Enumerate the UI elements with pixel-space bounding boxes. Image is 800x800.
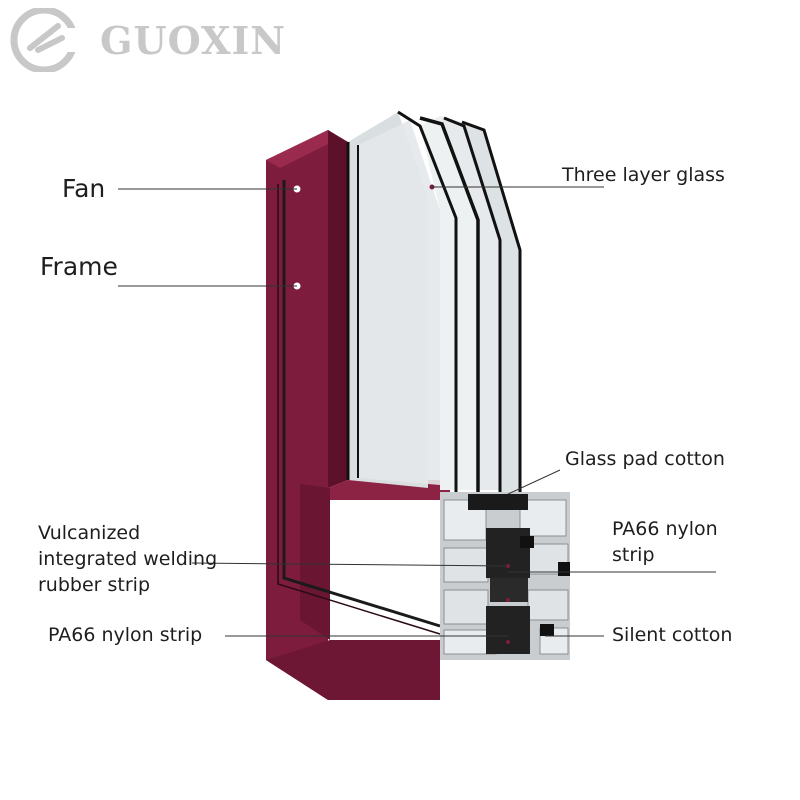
leader-lines: [118, 186, 716, 637]
label-pa66-right: PA66 nylon strip: [612, 516, 772, 568]
label-frame: Frame: [40, 252, 118, 281]
label-vulcanized: Vulcanized integrated welding rubber str…: [38, 520, 248, 598]
label-three-layer-glass: Three layer glass: [562, 164, 725, 186]
label-vulcanized-line-3: rubber strip: [38, 574, 151, 596]
brand-mark-icon: [10, 8, 94, 72]
label-silent-cotton: Silent cotton: [612, 624, 733, 646]
extrusion-section: [440, 492, 570, 660]
label-glass-pad-cotton: Glass pad cotton: [565, 448, 725, 470]
label-vulcanized-line-2: integrated welding: [38, 548, 218, 570]
brand-logo: GUOXIN: [8, 8, 308, 72]
nylon-strip-upper: [486, 528, 530, 578]
leader-glass-pad: [507, 469, 561, 495]
leader-vulcanized: [191, 562, 509, 567]
label-fan: Fan: [62, 174, 106, 203]
glass-pad-seal: [468, 494, 528, 510]
label-pa66-left: PA66 nylon strip: [48, 624, 203, 646]
frame-profile: [266, 130, 450, 700]
label-vulcanized-line-1: Vulcanized: [38, 522, 141, 544]
triple-glass: [346, 110, 522, 492]
label-pa66-right-line-2: strip: [612, 544, 655, 566]
nylon-strip-lower: [486, 606, 530, 654]
brand-name: GUOXIN: [100, 18, 287, 63]
label-pa66-right-line-1: PA66 nylon: [612, 518, 718, 540]
